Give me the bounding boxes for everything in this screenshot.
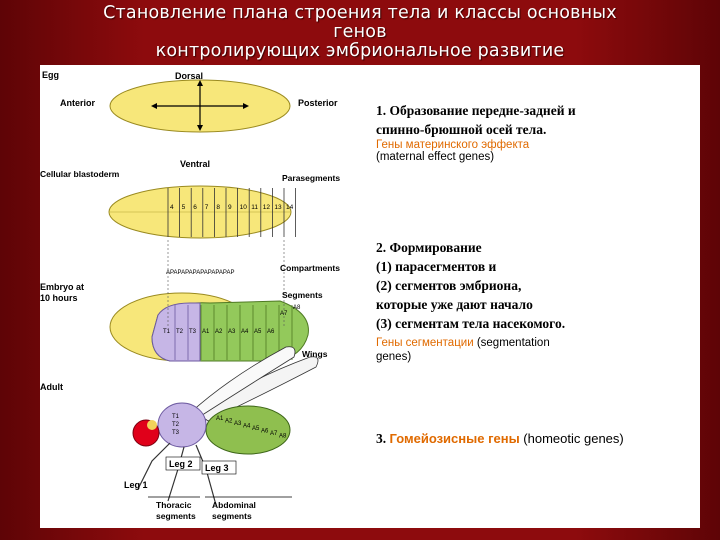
label-segments: Segments	[282, 290, 323, 300]
embryo-segment-label: T2	[176, 329, 184, 335]
point-2-line-1: 2. Формирование	[376, 240, 482, 255]
title-line-1: Становление плана строения тела и классы…	[103, 3, 617, 23]
point-2-line-3: (2) сегментов эмбриона,	[376, 278, 522, 293]
compartment-labels: APAPAPAPAPAPAPAPAP	[166, 270, 234, 276]
label-compartments: Compartments	[280, 263, 340, 273]
fly-abdomen	[205, 405, 291, 455]
point-3-number: 3.	[376, 431, 390, 446]
fly-segment-label: A4	[243, 424, 251, 430]
point-2-english-2: genes)	[376, 351, 412, 363]
embryo-segment-label: A1	[202, 329, 210, 335]
point-2: 2. Формирование (1) парасегментов и (2) …	[376, 238, 565, 363]
fly-segment-label: A6	[261, 429, 269, 435]
fly-segment-label: T2	[172, 422, 180, 428]
point-1: 1. Образование передне-задней и спинно-б…	[376, 101, 576, 163]
embryo-segment-label: A5	[254, 329, 262, 335]
parasegment-number: 4	[170, 204, 174, 211]
label-thoracic-1: Thoracic	[156, 500, 192, 510]
label-posterior: Posterior	[298, 98, 338, 108]
parasegment-lines	[167, 188, 297, 237]
point-2-line-5: (3) сегментам тела насекомого.	[376, 316, 566, 331]
title-line-2: генов	[333, 22, 387, 42]
fly-segment-label: A8	[279, 434, 287, 440]
arrow-right	[243, 103, 249, 109]
label-dorsal: Dorsal	[175, 71, 203, 81]
label-cellular-blastoderm: Cellular blastoderm	[40, 169, 120, 179]
fly-thorax	[157, 402, 207, 448]
label-ventral: Ventral	[180, 159, 210, 169]
explanation-panel: 1. Образование передне-задней и спинно-б…	[355, 65, 700, 528]
label-abdominal-1: Abdominal	[212, 500, 256, 510]
label-adult: Adult	[40, 382, 63, 392]
label-wings: Wings	[302, 349, 328, 359]
embryo-segment-label: A8	[293, 305, 301, 311]
leg2-box	[165, 456, 201, 471]
fly-segment-label: T1	[172, 414, 180, 420]
parasegment-number: 10	[240, 204, 248, 211]
point-2-orange: Гены сегментации	[376, 337, 474, 349]
point-3-orange: Гомейозисные гены	[389, 431, 520, 446]
arrow-up	[197, 80, 203, 86]
parasegment-number: 13	[274, 204, 282, 211]
parasegment-number: 14	[286, 204, 294, 211]
label-egg: Egg	[42, 70, 59, 80]
embryo-segment-label: A3	[228, 329, 236, 335]
development-diagram: Egg Dorsal Anterior Posterior Ventral Ce…	[40, 70, 340, 521]
parasegment-number: 7	[205, 204, 209, 211]
slide-title: Становление плана строения тела и классы…	[0, 4, 720, 61]
label-leg3: Leg 3	[205, 463, 229, 473]
parasegment-number: 5	[182, 204, 186, 211]
embryo-segment-label: A2	[215, 329, 223, 335]
label-thoracic-2: segments	[156, 511, 196, 521]
leg3-box	[201, 460, 237, 475]
parasegment-number: 12	[263, 204, 271, 211]
parasegment-number: 9	[228, 204, 232, 211]
point-2-line-4: которые уже дают начало	[376, 297, 533, 312]
embryo-segment-label: A6	[267, 329, 275, 335]
label-leg1: Leg 1	[124, 480, 148, 490]
label-embryo-line1: Embryo at	[40, 282, 84, 292]
fly-segment-label: A5	[252, 426, 260, 432]
embryo-segment-lines	[174, 305, 293, 360]
label-leg2: Leg 2	[169, 459, 193, 469]
embryo-segment-label: T3	[189, 329, 197, 335]
label-parasegments: Parasegments	[282, 173, 340, 183]
arrow-left	[151, 103, 157, 109]
point-1-english: (maternal effect genes)	[376, 151, 495, 163]
point-2-line-2: (1) парасегментов и	[376, 259, 497, 274]
label-embryo-line2: 10 hours	[40, 293, 78, 303]
parasegment-number: 6	[193, 204, 197, 211]
arrow-down	[197, 125, 203, 131]
point-3-english: (homeotic genes)	[519, 431, 624, 446]
embryo-segment-label: A4	[241, 329, 249, 335]
point-1-line-2: спинно-брюшной осей тела.	[376, 122, 547, 137]
title-line-3: контролирующих эмбриональное развитие	[155, 41, 565, 61]
fly-segment-label: A1	[216, 416, 224, 422]
point-1-orange: Гены материнского эффекта	[376, 139, 530, 151]
label-abdominal-2: segments	[212, 511, 252, 521]
fly-segment-label: T3	[172, 430, 180, 436]
point-1-line-1: 1. Образование передне-задней и	[376, 103, 576, 118]
parasegment-number: 8	[216, 204, 220, 211]
fly-wing-front	[189, 346, 296, 420]
embryo-segment-label: T1	[163, 329, 171, 335]
drosophila-development-figure: Egg Dorsal Anterior Posterior Ventral Ce…	[40, 65, 355, 528]
point-3: 3. Гомейозисные гены (homeotic genes)	[376, 429, 624, 448]
fly-segment-label: A3	[234, 421, 242, 427]
parasegment-number: 11	[251, 204, 258, 211]
fly-segment-label: A7	[270, 431, 278, 437]
label-anterior: Anterior	[60, 98, 96, 108]
fly-segment-label: A2	[225, 419, 233, 425]
point-2-english-1: (segmentation	[473, 337, 550, 349]
fly-head-spot	[147, 420, 157, 430]
